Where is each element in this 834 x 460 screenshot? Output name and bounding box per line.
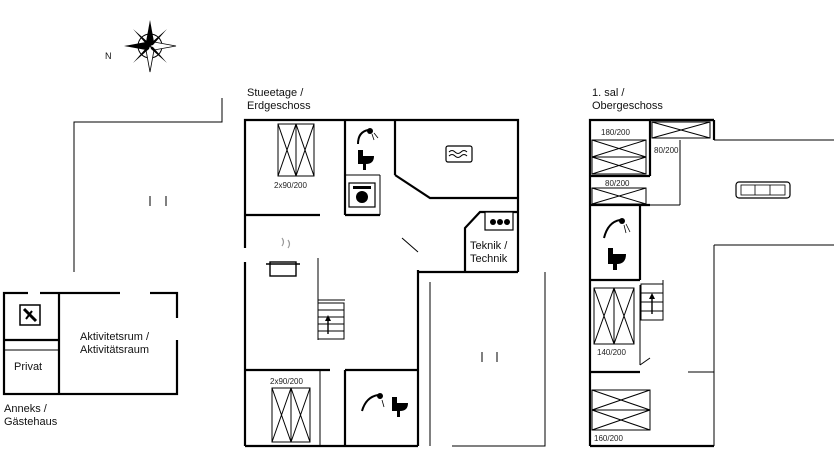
washing-machine-icon bbox=[348, 182, 376, 208]
terrace-middle bbox=[429, 272, 546, 447]
bed-size-80b: 80/200 bbox=[605, 179, 630, 188]
sofa-icon bbox=[735, 181, 791, 199]
bed-size-ground-bottom: 2x90/200 bbox=[270, 377, 303, 386]
ground-floor-title-da: Stueetage / bbox=[247, 87, 304, 99]
tech-room-label-de: Technik bbox=[470, 253, 508, 265]
annex-title-da: Anneks / bbox=[4, 403, 47, 415]
compass-icon bbox=[124, 20, 177, 73]
cooking-pot-icon bbox=[266, 237, 300, 277]
bed-140 bbox=[593, 287, 635, 345]
ground-floor-title-de: Erdgeschoss bbox=[247, 100, 311, 112]
bed-180 bbox=[591, 139, 647, 175]
stairs-icon bbox=[317, 302, 345, 340]
upper-floor bbox=[588, 118, 834, 448]
shower-icon bbox=[603, 218, 631, 239]
activity-room-label: Aktivitetsrum / Aktivitätsraum bbox=[80, 331, 149, 357]
shower-icon bbox=[361, 393, 385, 412]
annex-title: Anneks / Gästehaus bbox=[4, 403, 57, 429]
tv-icon bbox=[19, 304, 41, 326]
dishwasher-icon bbox=[484, 211, 514, 231]
activity-room-label-da: Aktivitetsrum / bbox=[80, 331, 150, 343]
upper-floor-title-da: 1. sal / bbox=[592, 87, 625, 99]
bed-size-80a: 80/200 bbox=[654, 146, 679, 155]
bed-80a bbox=[651, 121, 711, 139]
bed-size-140: 140/200 bbox=[597, 348, 626, 357]
bed-ground-bottom bbox=[271, 387, 311, 443]
tech-room-label-da: Teknik / bbox=[470, 240, 508, 252]
upper-floor-title: 1. sal / Obergeschoss bbox=[592, 87, 663, 113]
upper-floor-title-de: Obergeschoss bbox=[592, 100, 663, 112]
ground-floor-title: Stueetage / Erdgeschoss bbox=[247, 87, 311, 113]
bed-80b bbox=[591, 187, 647, 205]
bed-size-ground-top: 2x90/200 bbox=[274, 181, 307, 190]
bed-160 bbox=[591, 389, 651, 431]
annex-title-de: Gästehaus bbox=[4, 416, 58, 428]
terrace-left bbox=[73, 98, 223, 272]
spa-bath-icon bbox=[445, 145, 473, 163]
annex-building bbox=[2, 291, 179, 396]
tech-room-label: Teknik / Technik bbox=[470, 240, 507, 266]
activity-room-label-de: Aktivitätsraum bbox=[80, 344, 150, 356]
bed-ground-top bbox=[277, 123, 315, 177]
bed-size-160: 160/200 bbox=[594, 434, 623, 443]
stairs-icon bbox=[640, 283, 664, 321]
shower-icon bbox=[357, 128, 379, 145]
private-room-label: Privat bbox=[14, 361, 43, 373]
ground-floor bbox=[243, 118, 520, 448]
compass-north-label: N bbox=[105, 51, 112, 61]
toilet-icon bbox=[358, 150, 374, 170]
toilet-icon bbox=[392, 397, 408, 417]
toilet-icon bbox=[608, 248, 626, 270]
bed-size-180: 180/200 bbox=[601, 128, 630, 137]
